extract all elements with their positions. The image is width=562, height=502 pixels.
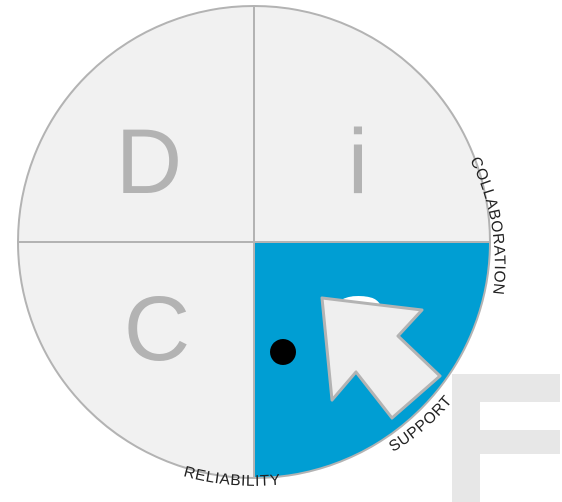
quadrant-letter-i: i [348,111,368,213]
quadrant-letter-c: C [124,278,190,380]
arrow-cursor-icon [320,296,442,420]
letter-e-watermark-icon [452,374,560,502]
watermark-middle-arm [452,430,560,454]
quadrant-top-right[interactable] [254,6,490,242]
quadrant-top-left[interactable] [18,6,254,242]
position-dot [270,339,296,365]
quadrant-bottom-left[interactable] [18,242,254,478]
watermark-top-arm [452,374,560,402]
quadrant-letter-d: D [116,111,182,213]
